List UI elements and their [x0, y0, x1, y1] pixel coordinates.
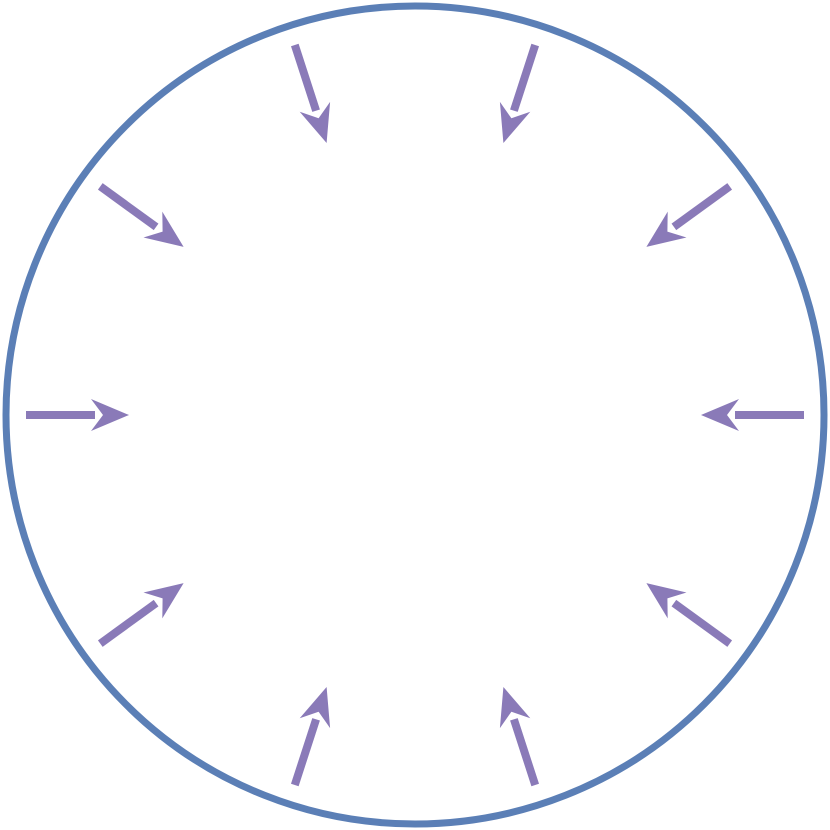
arrow-inward-icon	[499, 43, 540, 143]
arrow-shaft	[510, 718, 540, 787]
arrow-head	[701, 399, 739, 431]
arrow-shaft	[290, 43, 320, 112]
arrow-head	[91, 399, 129, 431]
arrow-inward-icon	[499, 687, 540, 787]
arrow-shaft	[510, 43, 540, 112]
arrow-inward-icon	[290, 687, 331, 787]
arrow-head	[299, 101, 331, 143]
arrow-head	[143, 211, 184, 247]
arrow-shaft	[97, 183, 159, 231]
arrow-head	[499, 101, 531, 143]
arrow-head	[646, 583, 687, 619]
arrow-shaft	[97, 599, 159, 647]
arrow-shaft	[290, 718, 320, 787]
arrow-inward-icon	[646, 183, 733, 247]
arrow-inward-icon	[26, 399, 129, 431]
arrow-head	[143, 583, 184, 619]
arrow-head	[646, 211, 687, 247]
arrow-inward-icon	[646, 583, 733, 647]
arrows-group	[26, 43, 804, 787]
arrow-head	[499, 687, 531, 729]
arrow-inward-icon	[97, 183, 184, 247]
arrow-shaft	[671, 599, 733, 647]
arrow-inward-icon	[97, 583, 184, 647]
arrow-head	[299, 687, 331, 729]
arrow-inward-icon	[290, 43, 331, 143]
arrow-shaft	[671, 183, 733, 231]
arrow-inward-icon	[701, 399, 804, 431]
